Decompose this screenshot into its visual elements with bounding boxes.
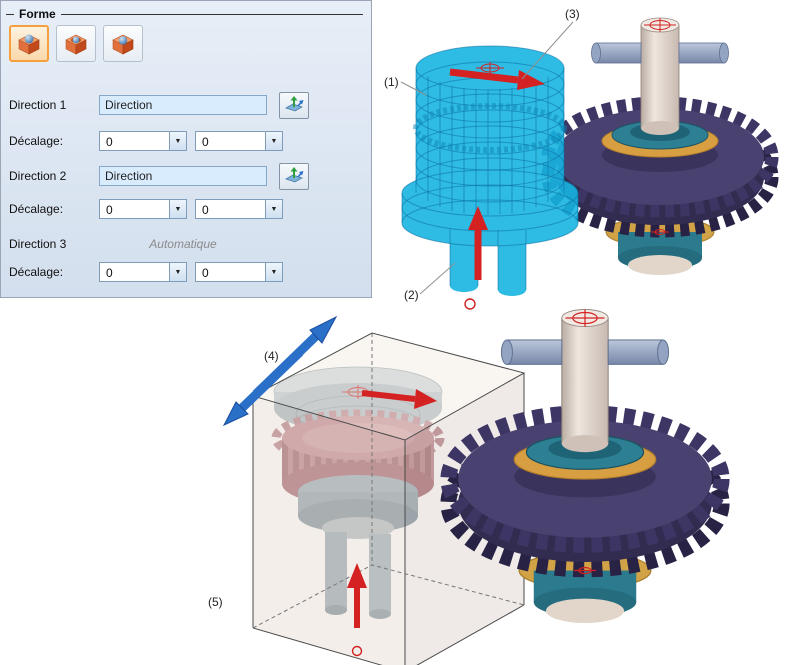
cube-with-embedded-sphere-icon xyxy=(112,34,134,54)
direction2-arrow xyxy=(468,206,488,280)
shape-type-button-3[interactable] xyxy=(103,25,143,62)
panel-title: Forme xyxy=(19,7,56,21)
offset2-label: Décalage: xyxy=(9,202,64,216)
offset3-row: Décalage: 0 ▼ 0 ▼ xyxy=(9,261,283,283)
direction2-label: Direction 2 xyxy=(9,169,67,183)
combo-value: 0 xyxy=(202,203,209,217)
offset-direction-arrow-sw xyxy=(222,348,304,427)
annotation-2: (2) xyxy=(404,288,419,302)
combo-dropdown-button[interactable]: ▼ xyxy=(265,200,282,218)
direction2-arrow-bottom xyxy=(347,563,367,628)
combo-value: 0 xyxy=(202,135,209,149)
combo-dropdown-button[interactable]: ▼ xyxy=(169,132,186,150)
offset3-label: Décalage: xyxy=(9,265,64,279)
direction1-input[interactable] xyxy=(99,95,267,115)
offset2-combo-1[interactable]: 0 ▼ xyxy=(99,199,187,219)
cube-with-sphere-icon xyxy=(18,34,40,54)
offset1-combo-1[interactable]: 0 ▼ xyxy=(99,131,187,151)
combo-dropdown-button[interactable]: ▼ xyxy=(169,200,186,218)
annotation-4: (4) xyxy=(264,349,279,363)
direction-picker-icon xyxy=(285,167,304,183)
combo-value: 0 xyxy=(106,135,113,149)
shape-type-toolbar xyxy=(9,25,143,62)
direction1-label: Direction 1 xyxy=(9,98,67,112)
cube-with-recessed-sphere-icon xyxy=(65,34,87,54)
shape-type-button-1[interactable] xyxy=(9,25,49,62)
combo-value: 0 xyxy=(106,266,113,280)
shape-preview-cyan[interactable] xyxy=(401,45,579,296)
annotation-5: (5) xyxy=(208,595,223,609)
origin-point-mark-bottom xyxy=(351,645,363,657)
chevron-down-icon: ▼ xyxy=(174,205,182,213)
combo-dropdown-button[interactable]: ▼ xyxy=(169,263,186,281)
direction2-picker-button[interactable] xyxy=(279,162,309,190)
combo-dropdown-button[interactable]: ▼ xyxy=(265,132,282,150)
origin-point-mark xyxy=(464,298,476,310)
offset3-combo-2[interactable]: 0 ▼ xyxy=(195,262,283,282)
chevron-down-icon: ▼ xyxy=(270,268,278,276)
chevron-down-icon: ▼ xyxy=(174,137,182,145)
offset1-row: Décalage: 0 ▼ 0 ▼ xyxy=(9,130,283,152)
hidden-edges xyxy=(252,333,525,629)
chevron-down-icon: ▼ xyxy=(174,268,182,276)
forme-panel: Forme xyxy=(0,0,372,298)
direction2-input[interactable] xyxy=(99,166,267,186)
direction2-row: Direction 2 xyxy=(9,162,309,190)
group-header: Forme xyxy=(6,7,363,21)
direction1-arrow xyxy=(449,68,545,90)
direction3-row: Direction 3 Automatique xyxy=(9,233,267,255)
combo-dropdown-button[interactable]: ▼ xyxy=(265,263,282,281)
chevron-down-icon: ▼ xyxy=(270,205,278,213)
offset2-combo-2[interactable]: 0 ▼ xyxy=(195,199,283,219)
chevron-down-icon: ▼ xyxy=(270,137,278,145)
shape-type-button-2[interactable] xyxy=(56,25,96,62)
gear-assembly-top[interactable] xyxy=(548,18,772,275)
direction1-row: Direction 1 xyxy=(9,91,309,119)
combo-value: 0 xyxy=(106,203,113,217)
direction1-picker-button[interactable] xyxy=(279,91,309,119)
annotation-1: (1) xyxy=(384,75,399,89)
center-mark xyxy=(476,62,504,74)
shape-preview-boxed[interactable] xyxy=(271,366,445,619)
direction3-automatic-value: Automatique xyxy=(149,237,217,251)
combo-value: 0 xyxy=(202,266,209,280)
direction-picker-icon xyxy=(285,96,304,112)
offset1-combo-2[interactable]: 0 ▼ xyxy=(195,131,283,151)
leader-lines xyxy=(400,21,574,295)
group-border-rule xyxy=(60,13,363,15)
direction3-label: Direction 3 xyxy=(9,237,67,251)
group-border-dash xyxy=(6,13,14,15)
direction1-arrow-bottom xyxy=(361,389,437,409)
annotation-3: (3) xyxy=(565,7,580,21)
offset1-label: Décalage: xyxy=(9,134,64,148)
offset2-row: Décalage: 0 ▼ 0 ▼ xyxy=(9,198,283,220)
offset3-combo-1[interactable]: 0 ▼ xyxy=(99,262,187,282)
